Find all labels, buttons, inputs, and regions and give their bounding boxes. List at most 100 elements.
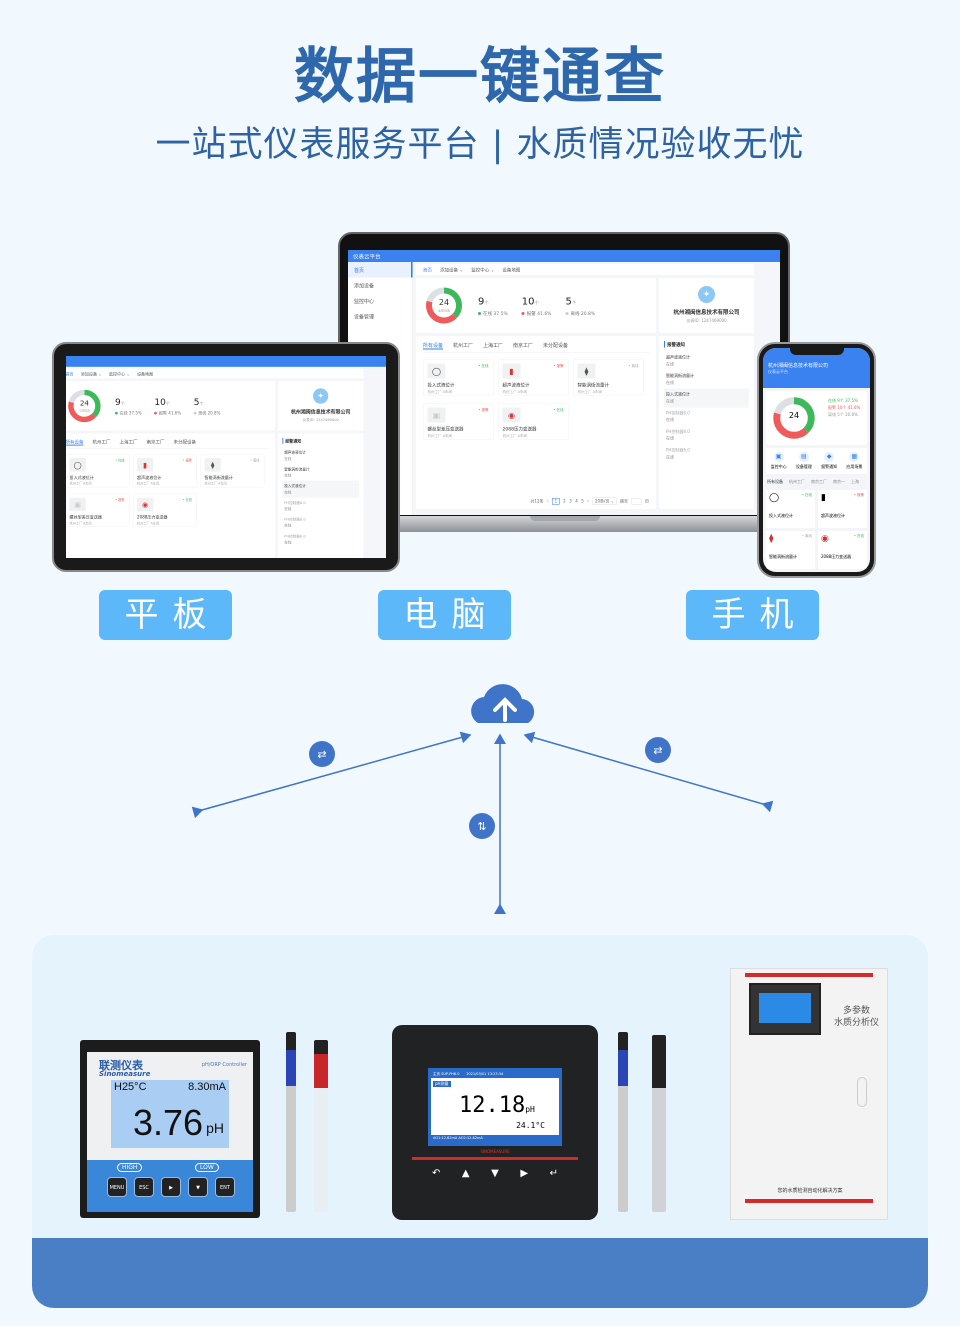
ph-probe	[652, 1035, 666, 1212]
jump-input[interactable]	[631, 498, 642, 505]
page-button[interactable]: 5	[581, 499, 584, 504]
esc-key[interactable]: ESC	[134, 1177, 154, 1197]
enter-button[interactable]: ↵	[549, 1168, 558, 1179]
nav-map[interactable]: 设备地图	[136, 372, 154, 377]
nav-map[interactable]: 设备地图	[502, 268, 521, 273]
total-label: 全部设备	[78, 409, 90, 413]
shortcut-devices[interactable]: ▤设备管理	[796, 452, 812, 470]
ent-key[interactable]: ENT	[215, 1177, 235, 1197]
page-button[interactable]: 4	[575, 499, 578, 504]
phone-tab[interactable]: 杭州工厂	[789, 479, 805, 484]
device-card[interactable]: ⧫智能涡街流量计杭州工厂 A车间• 离线	[200, 454, 265, 488]
phone-subtitle: 仪表云平台	[768, 369, 788, 374]
device-card[interactable]: ▣螺丝型差压变送器杭州工厂 A车间• 报警	[66, 493, 130, 527]
sidebar-item-device-manage[interactable]: 设备管理	[354, 314, 374, 321]
menu-key[interactable]: MENU	[107, 1177, 127, 1197]
legend-offline: 离线 5个 20.8%	[828, 412, 858, 417]
alarm-item[interactable]: 投入式液位计在线	[664, 388, 749, 408]
tab-nanjing[interactable]: 南京工厂	[146, 439, 165, 445]
nav-home[interactable]: 首页	[66, 372, 74, 377]
alarm-item[interactable]: 智能涡街流量计在线	[664, 370, 749, 389]
device-card[interactable]: ◉2088压力变送器杭州工厂 A车间• 在线	[498, 403, 569, 440]
tab-all[interactable]: 所有设备	[423, 343, 443, 350]
grid-icon: ▦	[849, 452, 860, 462]
device-card[interactable]: ▮超声波液位计杭州工厂 A车间• 报警	[498, 359, 569, 396]
next-page-icon[interactable]: ›	[587, 499, 589, 504]
right-key[interactable]: ▶	[161, 1177, 181, 1197]
page-button[interactable]: 2	[563, 499, 566, 504]
alarm-item[interactable]: 超声波液位计在线	[282, 447, 359, 464]
alarm-name: PH控制器8.0	[284, 517, 306, 522]
prev-page-icon[interactable]: ‹	[547, 499, 549, 504]
tab-shanghai[interactable]: 上海工厂	[483, 343, 503, 349]
page-size-select[interactable]: 20条/页 ⌄	[592, 497, 617, 505]
control-buttons: ↶ ▲ ▼ ▶ ↵	[432, 1168, 558, 1179]
nav-monitor[interactable]: 监控中心 ⌄	[471, 268, 495, 273]
up-button[interactable]: ▲	[461, 1168, 470, 1179]
nav-add-device[interactable]: 添加设备 ⌄	[80, 372, 102, 377]
right-button[interactable]: ▶	[520, 1168, 529, 1179]
sidebar-item-monitor[interactable]: 监控中心	[354, 299, 374, 305]
shortcut-alarm[interactable]: ◆报警通知	[821, 452, 837, 470]
device-card[interactable]: ◯投入式液位计杭州工厂 A车间• 在线	[66, 454, 130, 488]
alarm-state: 在线	[666, 454, 674, 460]
tab-nanjing[interactable]: 南京工厂	[513, 343, 533, 349]
page-button[interactable]: 1	[552, 498, 560, 505]
sidebar-item-add-device[interactable]: 添加设备	[354, 283, 374, 290]
alarm-item[interactable]: 智能涡街流量计在线	[282, 464, 359, 481]
nav-monitor[interactable]: 监控中心 ⌄	[108, 372, 130, 377]
device-location: 杭州工厂 A车间	[502, 434, 528, 438]
device-card[interactable]: ◉2088压力变送器杭州工厂 A车间• 在线	[133, 493, 197, 527]
red-stripe	[745, 973, 873, 977]
device-location: 杭州工厂 A车间	[137, 482, 160, 486]
tab-unassigned[interactable]: 未分配设备	[543, 343, 568, 349]
bell-icon: ◆	[824, 452, 835, 462]
nav-home[interactable]: 首页	[423, 268, 433, 273]
phone-stats-card: 24 在线 9个 37.5% 报警 10个 41.6% 离线 5个 20.8%	[766, 391, 867, 445]
phone-device-card[interactable]: ◯投入式液位计• 在线	[766, 490, 815, 528]
phone-tab[interactable]: 南京一	[833, 479, 845, 484]
device-status: 主页 SUP-PH8.0	[433, 1072, 460, 1076]
alarm-item[interactable]: 超声波液位计在线	[664, 352, 749, 371]
phone-tab[interactable]: 所有设备	[767, 479, 783, 484]
alarm-item[interactable]: 投入式液位计在线	[282, 480, 359, 498]
phone-tab[interactable]: 南京工厂	[811, 479, 827, 484]
shortcut-scenes[interactable]: ▦应用场景	[846, 452, 862, 470]
device-name: 2088压力变送器	[137, 515, 168, 520]
phone-device-card[interactable]: ▮超声波液位计• 报警	[818, 490, 867, 528]
device-card[interactable]: ◯投入式液位计杭州工厂 A车间• 在线	[423, 359, 494, 396]
device-card[interactable]: ⧫智能涡街流量计杭州工厂 A车间• 离线	[573, 359, 644, 396]
tab-shanghai[interactable]: 上海工厂	[119, 439, 138, 445]
donut-segment	[426, 287, 462, 324]
back-button[interactable]: ↶	[432, 1168, 441, 1179]
sensor-image-icon: ⧫	[769, 534, 774, 544]
cabinet-handle	[857, 1077, 867, 1107]
page-button[interactable]: 3	[569, 499, 572, 504]
phone-device-card[interactable]: ◉2088压力变送器• 在线	[818, 531, 867, 569]
nav-add-device[interactable]: 添加设备 ⌄	[440, 268, 464, 273]
device-list: 所有设备 杭州工厂 上海工厂 南京工厂 未分配设备 ◯投入式液位计杭州工厂 A车…	[66, 433, 276, 558]
phone-tab[interactable]: 上海	[851, 479, 859, 484]
tab-unassigned[interactable]: 未分配设备	[173, 439, 197, 445]
tab-hangzhou[interactable]: 杭州工厂	[92, 439, 111, 445]
tablet-screen: 仪表云平台 首页 添加设备 监控中心 设备管理 首页 添加设备 ⌄ 监控中心 ⌄…	[66, 356, 386, 558]
donut-segment	[68, 389, 101, 423]
shortcut-monitor[interactable]: ▣监控中心	[771, 452, 787, 470]
brand-logo: SINOMEASURE	[480, 1149, 510, 1154]
stat-label: 在线 37.5%	[119, 411, 142, 416]
down-key[interactable]: ▼	[188, 1177, 208, 1197]
tab-all[interactable]: 所有设备	[66, 439, 84, 446]
sidebar-item-home[interactable]: 首页	[348, 262, 413, 278]
phone-device-card[interactable]: ⧫智能涡街流量计• 离线	[766, 531, 815, 569]
device-card[interactable]: ▣螺丝型差压变送器杭州工厂 A车间• 报警	[423, 403, 494, 440]
tab-hangzhou[interactable]: 杭州工厂	[453, 343, 473, 349]
device-card[interactable]: ▮超声波液位计杭州工厂 A车间• 报警	[133, 454, 197, 488]
down-button[interactable]: ▼	[491, 1168, 499, 1179]
total-count: 24	[79, 398, 89, 408]
